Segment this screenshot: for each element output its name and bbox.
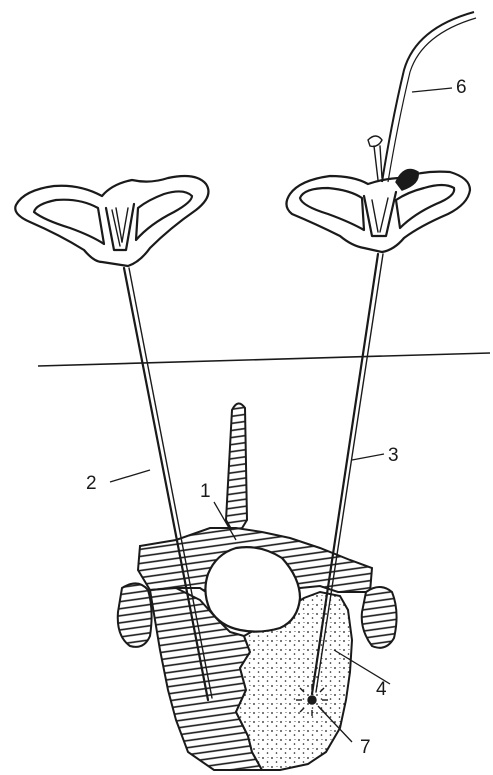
label-1: 1: [200, 481, 211, 502]
cap: [396, 170, 418, 190]
label-3: 3: [388, 445, 399, 466]
label-2: 2: [86, 473, 97, 494]
label-4: 4: [376, 679, 387, 700]
skin-line: [38, 353, 490, 366]
label-7: 7: [360, 737, 371, 758]
label-6: 6: [456, 77, 467, 98]
right-articular-mass: [362, 587, 397, 648]
left-articular-mass: [118, 583, 152, 646]
spinous-process: [226, 403, 247, 538]
